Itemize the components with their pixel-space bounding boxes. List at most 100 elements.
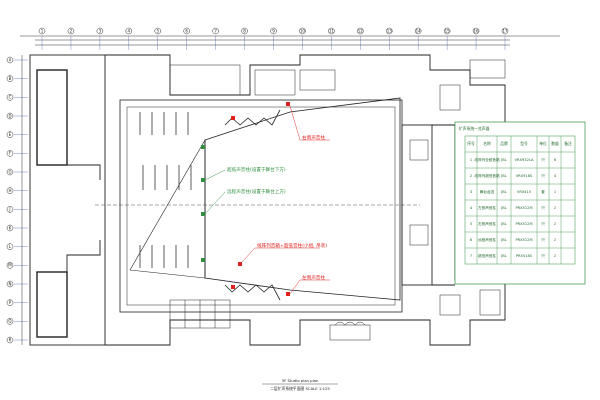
row-grid-label: F xyxy=(9,151,12,156)
column-grid-label: 16 xyxy=(474,28,480,33)
row-grid-label: B xyxy=(9,76,12,81)
row-grid-bubble xyxy=(6,131,14,138)
label-right-speaker: 右侧声音柱 xyxy=(302,134,325,141)
table-cell: PRX512M xyxy=(515,222,532,226)
speaker-marker-red xyxy=(286,292,290,296)
leader-lines-green xyxy=(204,169,226,215)
plan-caption-cn: 二层扩声系统平面图 SCALE 1:125 xyxy=(270,386,330,391)
table-cell: VRX932LA xyxy=(515,158,534,162)
table-cell: 2 xyxy=(554,206,556,210)
column-grid-bubble xyxy=(443,27,451,35)
seating-rows xyxy=(139,112,192,268)
table-cell: 7 xyxy=(470,254,472,258)
speaker-markers xyxy=(201,102,290,296)
column-grid-bubble xyxy=(357,27,364,35)
row-grid-label: E xyxy=(9,132,12,137)
row-grid-bubble xyxy=(6,224,14,232)
column-grid-label: 15 xyxy=(445,28,451,33)
row-grid-bubble xyxy=(6,318,14,325)
column-grid-bubble xyxy=(299,27,306,35)
table-cell: JBL xyxy=(500,158,507,162)
row-grid-label: C xyxy=(9,95,12,100)
row-grid-label: R xyxy=(9,337,12,342)
table-cell: 左侧声音柱 xyxy=(478,205,496,210)
speaker-marker-red xyxy=(231,285,235,289)
column-grid-bubble xyxy=(212,27,219,35)
row-grid-label: M xyxy=(8,263,12,268)
plan-caption-en: 3F Studio plan plan xyxy=(282,378,319,383)
table-cell: JBL xyxy=(500,206,507,210)
row-grid-bubble xyxy=(6,206,14,213)
column-grid-bubble xyxy=(270,27,277,35)
table-cell: 2 xyxy=(470,174,472,178)
building-outline xyxy=(29,54,506,346)
column-grid-bubble xyxy=(414,27,422,35)
table-cell: JBL xyxy=(500,222,507,226)
speaker-marker-red xyxy=(231,116,235,120)
table-cell: JBL xyxy=(500,238,507,242)
table-cell: 2 xyxy=(554,254,556,258)
speaker-marker-red xyxy=(286,102,290,106)
table-header-cell: 品牌 xyxy=(500,141,508,146)
table-cell: 远程声音柱 xyxy=(478,237,496,242)
table-cell: JBL xyxy=(500,254,507,258)
table-cell: 3 xyxy=(470,190,472,194)
column-grid-label: 8 xyxy=(243,28,246,33)
table-cell: 只 xyxy=(541,254,545,258)
column-grid-label: 2 xyxy=(70,28,73,33)
column-grid-label: 17 xyxy=(502,28,508,33)
table-cell: 1 xyxy=(554,190,556,194)
table-cell: 只 xyxy=(541,158,545,162)
column-grid-label: 6 xyxy=(185,28,188,33)
row-grid-label: L xyxy=(9,244,12,249)
column-grid-label: 3 xyxy=(99,28,102,33)
column-grid-label: 7 xyxy=(214,28,217,33)
table-cell: 4 xyxy=(554,174,557,178)
row-grid-label: H xyxy=(8,188,11,193)
table-cell: 6 xyxy=(554,158,557,162)
table-cell: PRX512M xyxy=(515,238,532,242)
table-header-cell: 数量 xyxy=(551,141,559,146)
table-cell: 只 xyxy=(541,222,545,226)
column-grid-label: 1 xyxy=(41,28,44,33)
column-grid-bubble xyxy=(96,27,104,35)
table-header-cell: 备注 xyxy=(564,141,572,146)
table-cell: PRX518S xyxy=(516,254,533,258)
table-cell: 超低声音柱 xyxy=(478,253,496,258)
column-grid-bubble xyxy=(501,27,509,35)
label-front-fill: 远程声音柱(设置于舞台上方) xyxy=(227,188,286,195)
row-grid-bubble xyxy=(6,299,14,306)
row-grid-label: J xyxy=(8,207,10,212)
table-cell: JBL xyxy=(500,174,507,178)
row-grid-label: G xyxy=(8,169,11,174)
row-grid-bubble xyxy=(6,243,14,250)
row-grid-label: P xyxy=(9,300,12,305)
service-rooms xyxy=(169,59,506,341)
row-grid-bubble xyxy=(6,168,14,176)
table-cell: 右侧声音柱 xyxy=(478,221,496,226)
row-grid-label: A xyxy=(9,57,12,62)
table-title: 扩声系统一览声器 xyxy=(459,126,490,131)
row-grid-bubble xyxy=(6,75,14,82)
row-grid-bubble xyxy=(6,280,14,288)
row-grid-label: N xyxy=(9,281,12,286)
table-cell: JBL xyxy=(500,190,507,194)
table-cell: PRX512M xyxy=(515,206,532,210)
speaker-marker-green xyxy=(201,145,205,149)
column-grid-label: 9 xyxy=(272,28,275,33)
leader-lines xyxy=(239,105,330,295)
table-cell: 舞台返送 xyxy=(480,189,495,194)
column-grid-label: 11 xyxy=(329,28,335,33)
column-grid-bubble xyxy=(386,27,393,35)
column-grid-label: 12 xyxy=(358,28,364,33)
row-grid-bubble xyxy=(6,94,14,101)
column-grid-bubble xyxy=(241,27,248,35)
dimension-lines-top xyxy=(35,39,510,46)
table-header-cell: 名称 xyxy=(483,141,491,146)
table-header-cell: 单位 xyxy=(539,141,547,146)
label-line-array: 线阵列音箱+超低音柱(小组, 吊装) xyxy=(257,242,327,249)
stage-area xyxy=(95,97,420,301)
column-grid-bubble xyxy=(154,27,161,35)
